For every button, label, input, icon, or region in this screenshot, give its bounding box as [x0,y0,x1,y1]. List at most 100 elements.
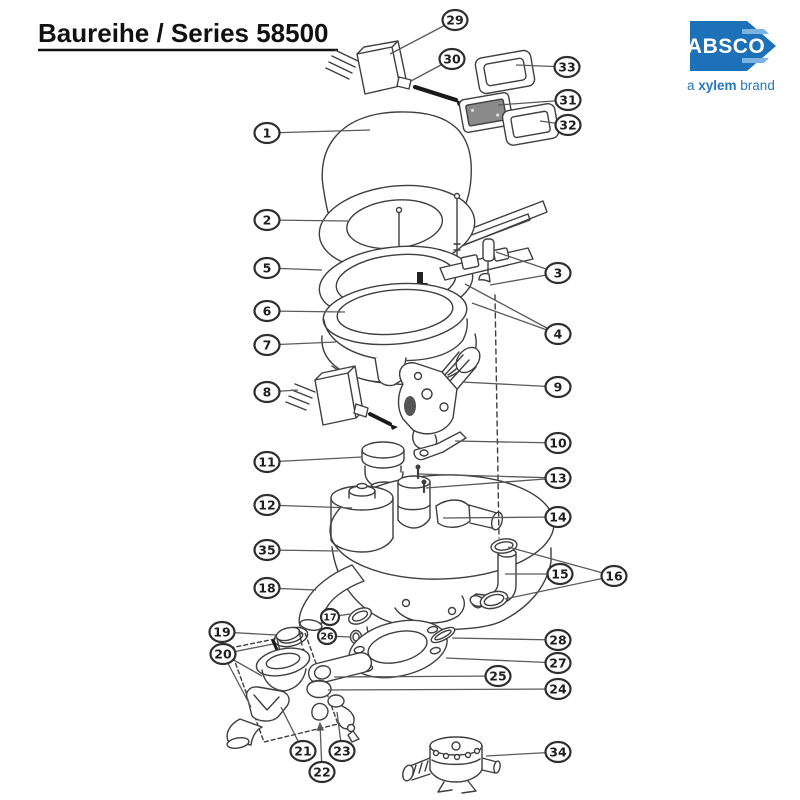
hinge-pin-3 [482,238,495,262]
callout-number-13: 13 [549,471,566,486]
callout-11: 11 [253,450,281,474]
callout-number-31: 31 [559,93,576,108]
dashed-alignment-line [494,294,500,539]
callout-number-20: 20 [214,647,232,662]
callout-5: 5 [253,256,281,280]
callout-circle-10 [544,431,572,455]
leader-line-9 [461,381,559,388]
leader-line-4-2 [471,302,559,335]
callout-number-1: 1 [263,126,272,141]
joker-valve-21 [245,686,290,722]
callout-6: 6 [253,299,281,323]
strainer-34 [402,736,501,794]
callout-circle-22 [308,760,336,784]
callout-25: 25 [484,664,512,688]
callout-circle-27 [544,651,572,675]
discharge-fitting-14 [435,499,471,528]
callout-1: 1 [253,121,281,145]
callout-23: 23 [328,739,356,763]
bracket-arm-25 [307,651,373,685]
callout-number-28: 28 [549,633,566,648]
callout-number-33: 33 [558,60,575,75]
callout-31: 31 [554,88,582,112]
callout-16: 16 [600,564,628,588]
callout-circle-11 [253,450,281,474]
jabsco-logo: JABSCO a xylem brand [675,21,776,93]
callout-number-29: 29 [446,13,463,28]
callout-26: 26 [316,626,338,646]
callout-20: 20 [209,642,237,666]
callout-35: 35 [253,538,281,562]
callout-number-8: 8 [263,385,272,400]
callout-circle-8 [253,380,281,404]
callout-19: 19 [208,620,236,644]
callout-number-32: 32 [559,118,576,133]
parts-line-art [226,40,560,794]
callout-10: 10 [544,431,572,455]
switch-panel-31 [458,91,514,133]
callout-circle-31 [554,88,582,112]
callout-circle-6 [253,299,281,323]
leader-line-12 [266,504,353,509]
logo-stripe-top [742,29,769,34]
callout-12: 12 [253,493,281,517]
callout-28: 28 [544,628,572,652]
tank-top-12 [329,464,555,580]
callout-number-2: 2 [263,213,272,228]
bezel-32 [501,102,560,146]
page-title: Baureihe / Series 58500 [38,18,329,48]
callout-24: 24 [544,677,572,701]
seal-28 [430,626,456,644]
callout-32: 32 [554,113,582,137]
callout-number-27: 27 [549,656,566,671]
callout-number-19: 19 [213,625,230,640]
callout-circle-7 [253,333,281,357]
callout-number-26: 26 [320,632,334,643]
callout-30: 30 [438,47,466,71]
screws-13 [416,466,426,494]
callout-number-23: 23 [333,744,350,759]
callout-number-35: 35 [258,543,275,558]
callout-circle-28 [544,628,572,652]
leader-line-14 [442,516,559,519]
bracket-10 [413,431,467,461]
leader-line-16 [507,546,615,577]
hose-clamp-16-top [490,538,518,554]
callout-27: 27 [544,651,572,675]
callout-number-21: 21 [294,744,311,759]
callout-circle-33 [553,55,581,79]
leader-line-4 [464,283,559,335]
callout-circle-23 [328,739,356,763]
motor-assembly-9 [397,346,481,451]
xylem-tagline: a xylem brand [687,78,775,93]
callout-number-34: 34 [549,745,567,760]
screw-30 [412,84,459,103]
valve-assembly-20 [226,626,339,749]
callout-2: 2 [253,208,281,232]
callout-29: 29 [441,8,469,32]
callout-circle-30 [438,47,466,71]
wire-harness-top [325,49,359,80]
hinge-clip-3 [478,272,491,283]
callout-13: 13 [544,466,572,490]
leader-line-1 [266,129,371,134]
leader-line-13-2 [425,477,559,489]
callout-circle-1 [253,121,281,145]
callout-number-4: 4 [554,327,563,342]
callout-number-15: 15 [551,567,568,582]
screw-collar-30 [396,76,412,90]
leader-line-25 [333,675,499,678]
callout-number-24: 24 [549,682,567,697]
callout-circle-9 [544,375,572,399]
leader-line-11 [266,456,363,463]
hose-elbow-18 [298,564,365,631]
callout-17: 17 [319,607,341,627]
callout-circle-21 [289,739,317,763]
callout-14: 14 [544,505,572,529]
callout-circle-4 [544,322,572,346]
callout-circle-34 [544,740,572,764]
callout-number-18: 18 [258,581,275,596]
